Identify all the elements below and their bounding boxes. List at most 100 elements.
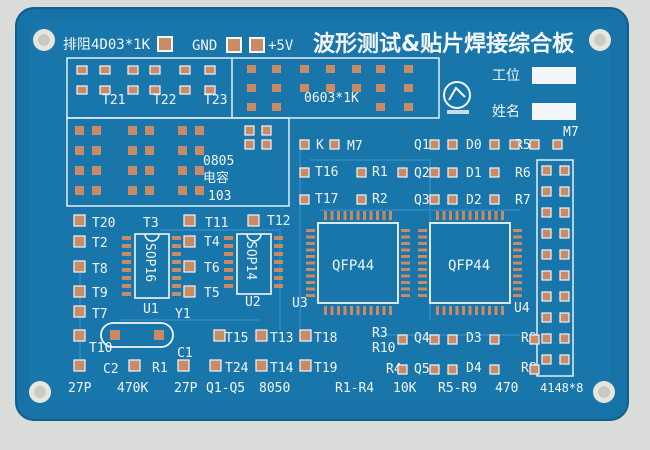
pad (455, 211, 459, 220)
pad (376, 65, 385, 73)
pad (75, 126, 84, 135)
bottom-label: R1-R4 (335, 381, 374, 396)
r0603-label: 0603*1K (304, 91, 359, 106)
transistor-label: T4 (204, 235, 220, 250)
pad (401, 235, 410, 239)
pad (418, 229, 427, 232)
bottom-label: Q1-Q5 (206, 381, 245, 396)
pad (92, 166, 101, 175)
pad (501, 306, 504, 315)
pad (73, 260, 86, 273)
pad (418, 281, 427, 284)
pad (209, 359, 222, 372)
transistor-label: T15 (225, 331, 248, 346)
pad (128, 359, 141, 372)
pad (306, 261, 315, 265)
pad (481, 306, 485, 315)
bottom-label: 27P (68, 381, 92, 396)
pad (494, 306, 498, 315)
pad (122, 276, 131, 280)
pad (299, 329, 312, 342)
pad (488, 306, 491, 315)
pad (541, 354, 552, 365)
pad (299, 139, 310, 150)
resistor-ref: R2 (372, 192, 388, 207)
pad (376, 306, 379, 315)
pad (442, 211, 446, 220)
transistor-label: T22 (153, 93, 176, 108)
pad (92, 146, 101, 155)
pad (337, 211, 340, 220)
pad (306, 229, 315, 232)
pad (559, 228, 570, 239)
pad (330, 306, 334, 315)
pad (376, 211, 379, 220)
pad (99, 65, 111, 75)
transistor-label: T24 (225, 361, 249, 376)
pad (442, 306, 446, 315)
pad (127, 65, 139, 75)
diode-ref: D1 (466, 166, 482, 181)
pad (529, 364, 540, 375)
pad (369, 306, 373, 315)
pad (541, 207, 552, 218)
pad (559, 249, 570, 260)
pad (300, 84, 309, 92)
pad (92, 186, 101, 195)
pad (122, 244, 131, 248)
pad (272, 84, 281, 92)
pad (75, 146, 84, 155)
pad (447, 334, 458, 345)
cap0805-label: 0805 (203, 154, 234, 169)
pad (92, 126, 101, 135)
pad (541, 228, 552, 239)
diode-ref: D4 (466, 361, 482, 376)
qfp44-footprint-1 (317, 222, 399, 304)
pad (306, 268, 315, 271)
pad (75, 166, 84, 175)
pad (541, 270, 552, 281)
pad (447, 194, 458, 205)
pad (172, 244, 181, 248)
pad (247, 65, 256, 73)
pad (177, 359, 190, 372)
pad (183, 235, 196, 248)
pad (343, 211, 347, 220)
pad (356, 194, 367, 205)
pad (541, 186, 552, 197)
transistor-label: T19 (314, 361, 337, 376)
pad (172, 292, 181, 296)
pad (299, 194, 310, 205)
pad (122, 236, 131, 240)
pad (559, 270, 570, 281)
diode-ref: D2 (466, 193, 482, 208)
transistor-label: T7 (92, 307, 108, 322)
pad (356, 211, 360, 220)
pad (272, 103, 281, 111)
bottom-label: 470K (117, 381, 148, 396)
pad (397, 364, 408, 375)
bottom-label: 470 (495, 381, 518, 396)
pad (382, 306, 386, 315)
qfp44-footprint-2 (429, 222, 511, 304)
pad (274, 268, 283, 272)
pad (382, 211, 386, 220)
pad (350, 211, 353, 220)
pad (204, 65, 216, 75)
transistor-label: T18 (314, 331, 337, 346)
pad (178, 126, 187, 135)
pad (541, 333, 552, 344)
bottom-label: R5-R9 (438, 381, 477, 396)
pad (195, 166, 204, 175)
pad (306, 248, 315, 252)
pad (224, 276, 233, 280)
pad (247, 84, 256, 92)
pad (541, 249, 552, 260)
transistor-label: T14 (270, 361, 294, 376)
crystal-ref: Y1 (175, 307, 191, 322)
pad (481, 211, 485, 220)
transistor-label: T3 (143, 216, 159, 231)
pad (145, 186, 154, 195)
pad (224, 244, 233, 248)
transistor-ref: Q4 (414, 331, 430, 346)
